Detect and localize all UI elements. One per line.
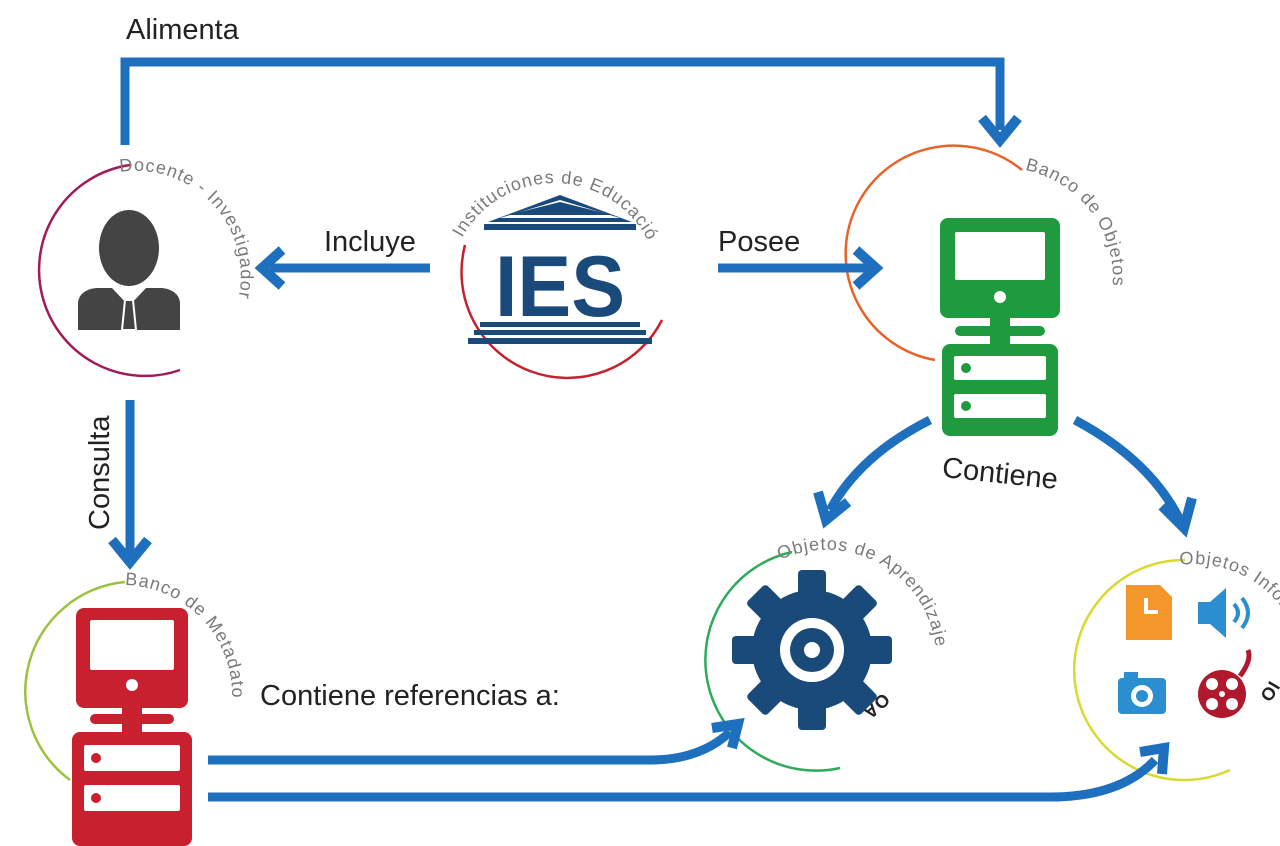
consulta-arrowhead — [108, 536, 152, 570]
incluye-label: Incluye — [324, 226, 416, 258]
contiene-oa-arrowhead — [813, 490, 852, 529]
referencias-oa-arrowhead — [711, 717, 745, 750]
oi-abbr: IO — [1256, 678, 1280, 705]
server-icon — [940, 218, 1060, 436]
alimenta-label: Alimenta — [126, 14, 239, 46]
user-icon — [78, 210, 180, 331]
speaker-icon — [1198, 588, 1250, 638]
referencias-oi-arrowhead — [1139, 742, 1170, 775]
ies-logo-text: IES — [495, 239, 625, 335]
document-icon — [1126, 585, 1172, 640]
oi-arc-label: Objetos Infor... — [1179, 548, 1280, 625]
arrows — [108, 57, 1197, 802]
banco-objetos-ring — [844, 144, 1023, 362]
referencias-oi-arrow — [208, 756, 1159, 802]
contiene-referencias-label: Contiene referencias a: — [260, 680, 560, 712]
institution-icon: IES — [468, 195, 652, 344]
gear-icon — [732, 570, 892, 730]
posee-label: Posee — [718, 226, 801, 258]
referencias-oa-arrow — [208, 728, 734, 765]
incluye-arrowhead — [254, 246, 286, 290]
banco-metadatos-ring — [24, 580, 126, 782]
alimenta-arrow — [120, 57, 1005, 145]
oa-ring — [704, 550, 841, 772]
server-icon — [72, 608, 192, 846]
ies-ring — [460, 244, 664, 380]
camera-icon — [1118, 672, 1166, 714]
contiene-oi-arrowhead — [1158, 496, 1197, 538]
alimenta-arrowhead — [978, 114, 1022, 148]
posee-arrowhead — [852, 246, 884, 290]
consulta-label: Consulta — [84, 415, 116, 530]
oi-ring — [1072, 558, 1231, 782]
contiene-oa-arrow — [826, 415, 933, 513]
rings — [24, 144, 1231, 782]
contiene-oi-arrow — [1072, 416, 1185, 523]
docente-ring — [37, 163, 181, 378]
film-reel-icon — [1198, 649, 1252, 718]
